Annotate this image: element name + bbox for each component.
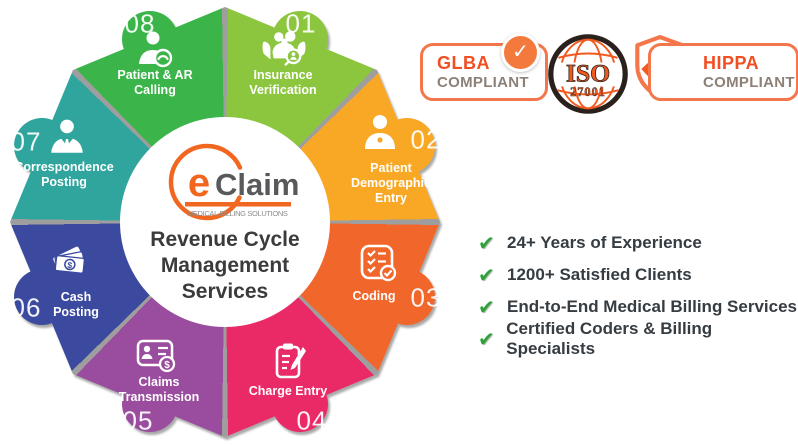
logo-wordmark: Claim xyxy=(215,167,298,202)
claims-transmission-icon: $ xyxy=(136,339,176,373)
wheel-title-line3: Services xyxy=(181,280,269,303)
segment-label-cash-posting: Cash Posting xyxy=(53,290,99,319)
checklist-item: ✔ 24+ Years of Experience xyxy=(478,232,798,255)
green-check-icon: ✔ xyxy=(478,328,495,351)
segment-label-insurance-verification: Insurance Verification xyxy=(249,68,317,97)
svg-text:$: $ xyxy=(164,360,170,371)
brand-logo: e Claim MEDICAL BILLING SOLUTIONS xyxy=(168,143,298,221)
segment-number-07: 07 xyxy=(10,126,42,157)
patient-ar-calling-icon xyxy=(139,31,173,68)
hippa-title: HIPPA xyxy=(703,53,760,73)
segment-label-coding: Coding xyxy=(352,289,396,303)
segment-bump-04 xyxy=(272,376,328,432)
check-circle-icon: ✓ xyxy=(501,33,540,72)
checklist-item: ✔ Certified Coders & Billing Specialists xyxy=(478,319,798,358)
glba-title: GLBA xyxy=(437,53,490,73)
wheel-title: Revenue Cycle Management Services xyxy=(120,227,330,305)
green-check-icon: ✔ xyxy=(478,264,495,287)
checklist-item-text: 1200+ Satisfied Clients xyxy=(507,265,692,284)
feature-checklist: ✔ 24+ Years of Experience ✔ 1200+ Satisf… xyxy=(478,233,798,361)
green-check-icon: ✔ xyxy=(478,296,495,319)
green-check-icon: ✔ xyxy=(478,232,495,255)
segment-label-charge-entry: Charge Entry xyxy=(248,384,328,398)
wheel-shape xyxy=(10,7,440,437)
correspondence-posting-icon xyxy=(51,119,83,153)
logo-symbol: e xyxy=(188,161,210,205)
checklist-item-text: 24+ Years of Experience xyxy=(507,233,702,252)
wheel-title-line2: Management xyxy=(160,254,290,277)
segment-number-06: 06 xyxy=(10,292,42,323)
checklist-item-text: End-to-End Medical Billing Services xyxy=(507,297,797,316)
segment-bump-06 xyxy=(14,269,70,325)
segment-label-patient-ar-calling: Patient & AR Calling xyxy=(117,68,193,97)
cash-posting-icon: $ xyxy=(53,246,86,274)
checklist-item-text: Certified Coders & Billing Specialists xyxy=(506,319,713,358)
patient-demographic-icon xyxy=(365,115,395,149)
checklist-item: ✔ End-to-End Medical Billing Services xyxy=(478,296,798,319)
svg-text:$: $ xyxy=(67,260,73,270)
segment-bump-05 xyxy=(122,376,178,432)
coding-checklist-icon xyxy=(360,244,397,282)
segment-number-04: 04 xyxy=(296,405,328,436)
iso-27001-badge: ISO 27001 xyxy=(548,34,628,114)
glba-subtitle: COMPLIANT xyxy=(437,74,529,91)
segment-label-claims-transmission: Claims Transmission xyxy=(118,375,200,404)
insurance-verification-icon xyxy=(262,31,306,66)
logo-arc xyxy=(168,143,246,221)
charge-entry-clipboard-icon xyxy=(275,343,306,379)
checklist-item: ✔ 1200+ Satisfied Clients xyxy=(478,264,798,287)
hippa-compliant-badge: HIPPA COMPLIANT xyxy=(648,43,798,101)
segment-number-03: 03 xyxy=(410,282,442,313)
segment-number-05: 05 xyxy=(122,405,154,436)
segment-number-02: 02 xyxy=(410,124,442,155)
iso-subtitle: 27001 xyxy=(570,85,606,99)
segment-label-patient-demographic-entry: Patient Demographic Entry xyxy=(351,161,431,205)
wheel-title-line1: Revenue Cycle xyxy=(150,228,300,251)
logo-underline xyxy=(185,202,291,207)
segment-label-correspondence-posting: Correspondence Posting xyxy=(14,160,114,189)
hippa-subtitle: COMPLIANT xyxy=(703,74,795,91)
logo-tagline: MEDICAL BILLING SOLUTIONS xyxy=(187,209,289,218)
billing-cycle-wheel: e Claim MEDICAL BILLING SOLUTIONS Revenu… xyxy=(10,7,440,437)
iso-title: ISO xyxy=(566,59,610,88)
